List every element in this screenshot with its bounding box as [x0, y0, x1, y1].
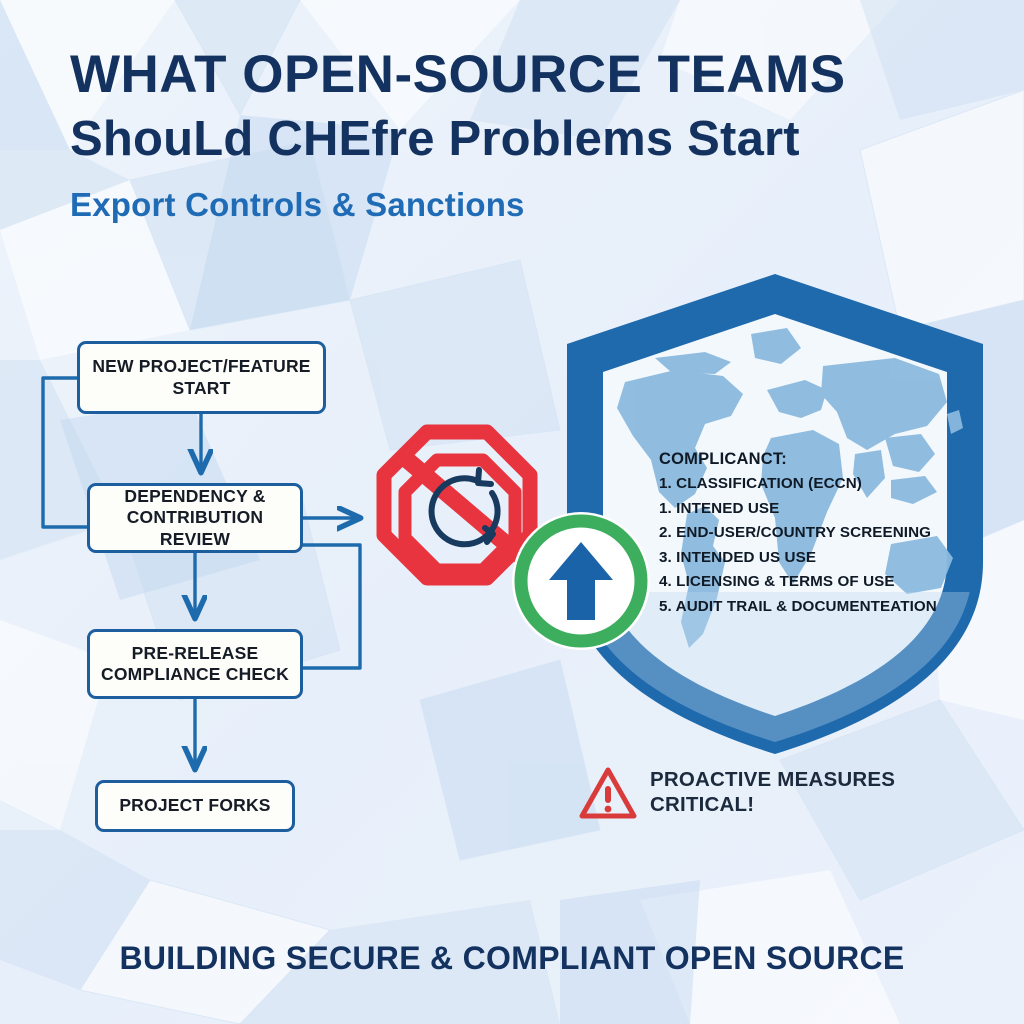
warning-text-block: PROACTIVE MEASURES CRITICAL! [650, 767, 895, 817]
flow-box-pre-release-check[interactable]: PRE-RELEASE COMPLIANCE CHECK [87, 629, 303, 699]
flow-box-label: PROJECT FORKS [119, 795, 271, 816]
circular-arrow-glyph [428, 467, 501, 548]
checklist-item: 4. LICENSING & TERMS OF USE [659, 573, 895, 590]
flow-box-label: DEPENDENCY & CONTRIBUTION REVIEW [124, 485, 266, 549]
up-arrow-glyph [549, 542, 613, 620]
checklist-item: 3. INTENDED US USE [659, 548, 817, 566]
checklist-item: 2. END-USER/COUNTRY SCREENING [659, 524, 932, 541]
checklist-item: 5. AUDIT TRAIL & DOCUMENTEATION [659, 597, 937, 615]
checklist-item: 1. INTENED USE [659, 499, 780, 517]
header-block: WHAT OPEN-SOURCE TEAMS ShouLd CHEfre Pro… [70, 45, 970, 224]
flow-box-dependency-review[interactable]: DEPENDENCY & CONTRIBUTION REVIEW [87, 483, 303, 553]
checklist-heading: COMPLICANCT: [659, 450, 787, 468]
page-title-line2: ShouLd CHEfre Problems Start [70, 112, 800, 167]
compliance-checklist: COMPLICANCT: 1. CLASSIFICATION (ECCN) 1.… [659, 450, 959, 622]
flow-box-new-project[interactable]: NEW PROJECT/FEATURE START [77, 341, 326, 414]
green-circle-up-arrow-icon [512, 512, 650, 650]
flow-box-label: PRE-RELEASE COMPLIANCE CHECK [101, 642, 289, 684]
flow-box-project-forks[interactable]: PROJECT FORKS [95, 780, 295, 832]
warning-line1: PROACTIVE MEASURES [650, 768, 896, 791]
warning-line2: CRITICAL! [650, 793, 755, 816]
flowchart-connectors [41, 376, 420, 900]
shield-world-map-icon [567, 274, 983, 754]
flow-box-label: NEW PROJECT/FEATURE START [92, 356, 311, 398]
page-subtitle: Export Controls & Sanctions [70, 185, 525, 223]
page-title-line1: WHAT OPEN-SOURCE TEAMS [70, 45, 846, 104]
checklist-item: 1. CLASSIFICATION (ECCN) [659, 475, 862, 492]
bottom-banner: BUILDING SECURE & COMPLIANT OPEN SOURCE [119, 940, 905, 976]
warning-triangle-icon [579, 767, 637, 819]
no-redistribution-octagon-icon [376, 424, 538, 586]
warning-note: PROACTIVE MEASURES CRITICAL! [578, 762, 958, 842]
center-icon-group [376, 424, 650, 650]
